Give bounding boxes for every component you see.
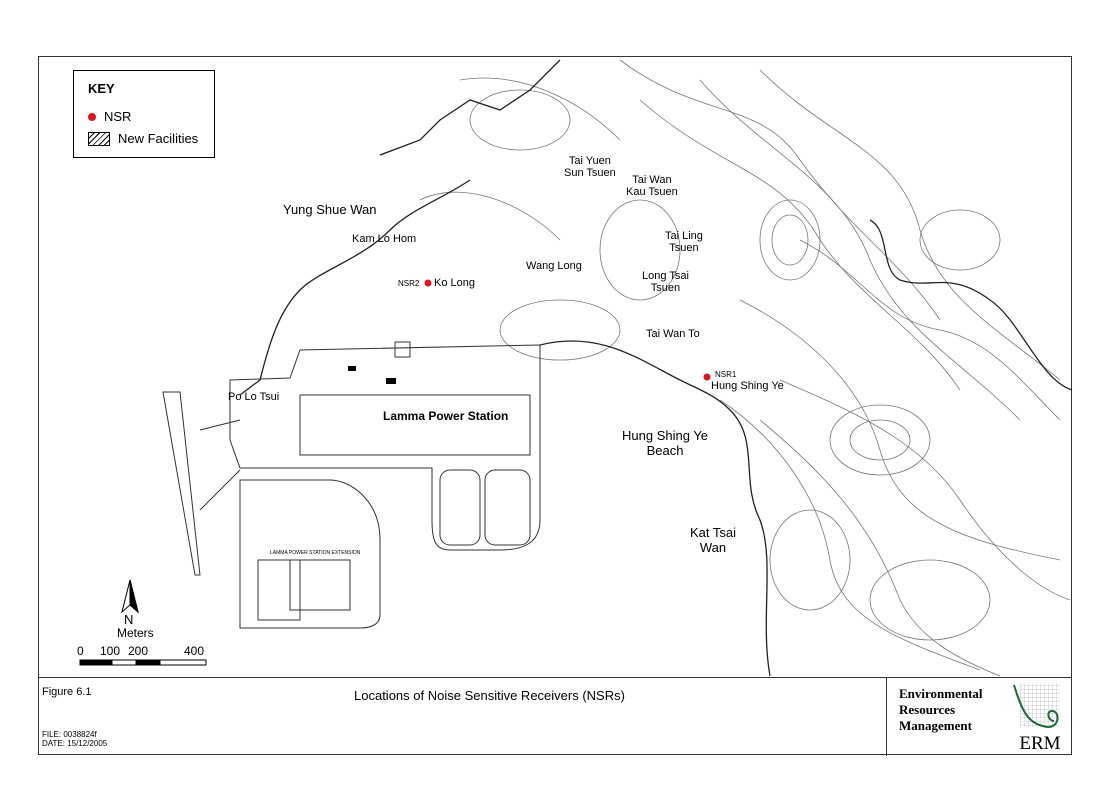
- figure-title: Locations of Noise Sensitive Receivers (…: [354, 688, 625, 703]
- place-label: LAMMA POWER STATION EXTENSION: [270, 550, 361, 556]
- coastline: [239, 59, 1073, 677]
- key-title: KEY: [88, 81, 115, 96]
- nsr1-marker: [703, 373, 711, 381]
- scale-tick: 100: [100, 644, 121, 658]
- key-label: New Facilities: [118, 131, 199, 146]
- scale-tick: 400: [184, 644, 205, 658]
- nsr2-marker: [424, 279, 432, 287]
- scale-unit: Meters: [117, 626, 154, 640]
- power-station-outline: [162, 341, 541, 629]
- map-key: KEY NSR New Facilities: [73, 70, 215, 158]
- figure-number: Figure 6.1: [42, 686, 92, 698]
- scale-bar: [79, 659, 207, 666]
- place-label: Tai Wan To: [646, 328, 700, 340]
- nsr-label: NSR2: [398, 279, 420, 288]
- key-item-nsr: NSR: [88, 109, 131, 124]
- map-frame: [38, 56, 1072, 755]
- nsr-label: NSR1: [715, 370, 737, 379]
- logo-text: ERM: [1019, 733, 1060, 753]
- place-label: Ko Long: [434, 277, 475, 289]
- place-label: Lamma Power Station: [383, 409, 509, 423]
- north-label: N: [124, 612, 134, 627]
- place-label: Wang Long: [526, 260, 582, 272]
- erm-logo: ERM: [1013, 683, 1061, 753]
- nsr-dot-icon: [88, 112, 96, 121]
- key-label: NSR: [104, 109, 132, 124]
- place-label: Kam Lo Hom: [352, 233, 417, 245]
- map-canvas: [79, 59, 1073, 677]
- hatched-new-facilities: [348, 366, 396, 384]
- north-arrow-icon: [121, 579, 139, 614]
- scale-tick: 200: [128, 644, 149, 658]
- key-item-new-facilities: New Facilities: [88, 131, 198, 146]
- place-label: Yung Shue Wan: [283, 202, 377, 217]
- place-label: Hung Shing Ye: [711, 380, 784, 392]
- divider: [886, 678, 887, 756]
- place-label: Po Lo Tsui: [228, 391, 280, 403]
- contour-lines: [419, 59, 1071, 677]
- scale-tick: 0: [77, 644, 84, 658]
- hatch-icon: [88, 131, 110, 146]
- title-block: Figure 6.1 Locations of Noise Sensitive …: [38, 677, 1072, 756]
